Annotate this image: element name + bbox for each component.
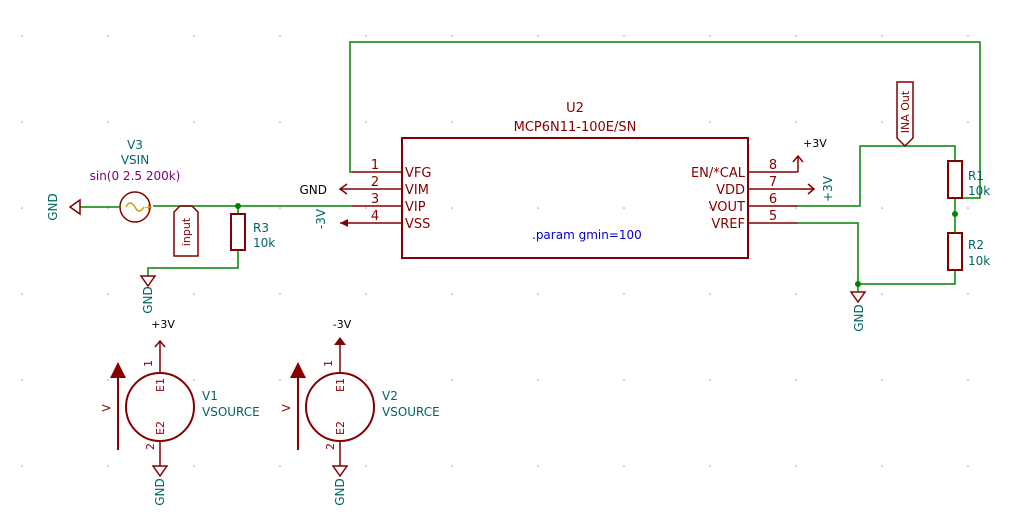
u2-pin-name-vss: VSS (405, 217, 430, 232)
u2-pin-num-5: 5 (769, 209, 777, 224)
v1-ref: V1 (202, 389, 218, 403)
p3v-encal: +3V (792, 137, 827, 172)
p3v-v1-label: +3V (151, 318, 175, 331)
u2-param: .param gmin=100 (532, 228, 642, 242)
p3v-vdd-label: +3V (821, 175, 835, 202)
r3-ref: R3 (253, 221, 269, 235)
junction-r3 (235, 203, 241, 209)
input-net-label: input (173, 205, 199, 257)
r1-resistor[interactable]: R1 10k (947, 160, 990, 199)
r3-resistor[interactable]: R3 10k (230, 213, 275, 251)
v2-arrow-icon (290, 362, 306, 378)
v1-pin-top: 1 (142, 360, 155, 367)
r1-ref: R1 (968, 169, 984, 183)
v1-pin-bot: 2 (144, 443, 157, 450)
u2-pin-num-7: 7 (769, 175, 777, 190)
v2-pin-bot: 2 (324, 443, 337, 450)
m3v-v2: -3V (333, 318, 352, 345)
gnd-r3: GND (139, 275, 157, 314)
ina-out-net-label: INA Out (896, 81, 914, 148)
m3v-v2-label: -3V (333, 318, 352, 331)
u2-pin-name-vref: VREF (711, 217, 745, 232)
gnd-r3-label: GND (141, 286, 155, 314)
m3v-vss: -3V (314, 208, 352, 229)
v3-ref: V3 (127, 138, 143, 152)
r3-value: 10k (253, 236, 275, 250)
ina-out-label: INA Out (899, 90, 912, 133)
v2-ref: V2 (382, 389, 398, 403)
u2-pin-name-vout: VOUT (709, 200, 745, 215)
u2-pin-num-8: 8 (769, 158, 777, 173)
v2-e2: E2 (334, 421, 347, 435)
v3-plus-sign: + (144, 201, 153, 214)
v1-arrow-label: V (100, 404, 113, 412)
u2-pin-name-vim: VIM (405, 183, 429, 198)
gnd-v3-label: GND (46, 193, 60, 221)
grid-dots (21, 35, 969, 467)
u2-pin-name-vfg: VFG (405, 166, 431, 181)
r1-body (947, 160, 963, 199)
r2-resistor[interactable]: R2 10k (947, 232, 990, 271)
p3v-vdd: +3V (798, 175, 835, 202)
gnd-v2: GND (331, 465, 349, 506)
u2-pin-name-vdd: VDD (716, 183, 745, 198)
u2-pin-num-3: 3 (371, 192, 379, 207)
gnd-vref-label: GND (852, 304, 866, 332)
v2-e1: E1 (334, 378, 347, 392)
v3-value: VSIN (121, 153, 149, 167)
v2-value: VSOURCE (382, 405, 440, 419)
r3-body (230, 213, 246, 251)
v2-pin-top: 1 (322, 360, 335, 367)
u2-pin-num-4: 4 (371, 209, 379, 224)
v1-arrow-icon (110, 362, 126, 378)
gnd-v1-label: GND (153, 478, 167, 506)
gnd-v3: GND (46, 193, 81, 221)
u2-pin-num-2: 2 (371, 175, 379, 190)
p3v-encal-label: +3V (803, 137, 827, 150)
r2-body (947, 232, 963, 271)
gnd-vref: GND (849, 284, 867, 332)
r1-value: 10k (968, 184, 990, 198)
u2-pin-name-vip: VIP (405, 200, 426, 215)
input-label: input (180, 217, 193, 246)
u2-pin-name-en-cal: EN/*CAL (691, 166, 746, 181)
v1-value: VSOURCE (202, 405, 260, 419)
gnd-v1: GND (151, 465, 169, 506)
p3v-v1: +3V (151, 318, 175, 348)
gnd-v2-label: GND (333, 478, 347, 506)
u2-pin-num-1: 1 (371, 158, 379, 173)
u2-pin-num-6: 6 (769, 192, 777, 207)
v2-arrow-label: V (280, 404, 293, 412)
u2-ref: U2 (566, 101, 584, 116)
v3-spice: sin(0 2.5 200k) (90, 169, 181, 183)
gnd-vim-label: GND (299, 183, 327, 197)
r2-value: 10k (968, 254, 990, 268)
r2-ref: R2 (968, 238, 984, 252)
v1-source[interactable]: 1 2 E1 E2 V V1 VSOURCE (100, 341, 260, 466)
v2-source[interactable]: 1 2 E1 E2 V V2 VSOURCE (280, 341, 440, 466)
u2-body (401, 137, 749, 259)
gnd-vim: GND (299, 183, 352, 197)
u2-value: MCP6N11-100E/SN (514, 120, 637, 135)
v1-e2: E2 (154, 421, 167, 435)
u2-symbol[interactable]: U2 MCP6N11-100E/SN .param gmin=100 1 2 3… (352, 101, 798, 259)
v1-e1: E1 (154, 378, 167, 392)
v3-source[interactable]: + V3 VSIN sin(0 2.5 200k) (80, 138, 181, 223)
m3v-vss-label: -3V (314, 208, 328, 229)
